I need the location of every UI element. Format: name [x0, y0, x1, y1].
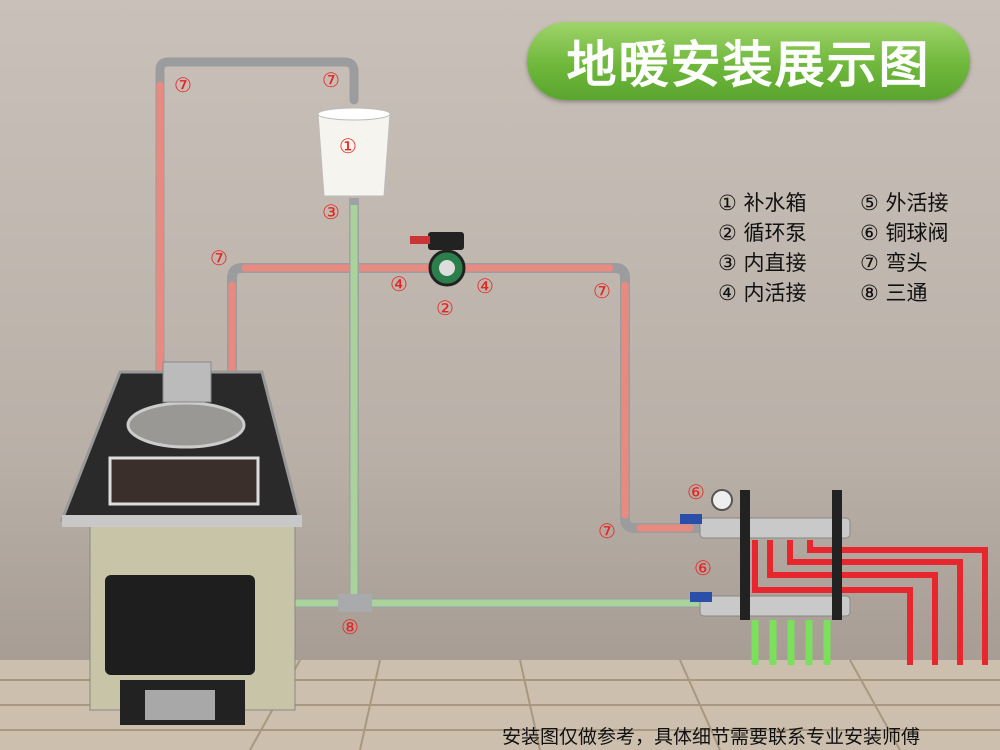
return-water-pipes	[265, 198, 710, 612]
hot-water-pipes	[155, 57, 705, 533]
circulation-pump	[410, 232, 466, 287]
label-union: ④	[476, 274, 494, 298]
legend-item: ③ 内直接	[718, 251, 807, 275]
label-union: ④	[390, 272, 408, 296]
legend-item: ⑧ 三通	[860, 281, 928, 305]
label-elbow: ⑦	[322, 68, 340, 92]
legend-item: ④ 内活接	[718, 281, 807, 305]
legend-item: ② 循环泵	[718, 221, 807, 245]
label-elbow: ⑦	[210, 246, 228, 270]
label-tank-joint: ③	[322, 200, 340, 224]
label-tank: ①	[339, 134, 357, 158]
disclaimer-note: 安装图仅做参考，具体细节需要联系专业安装师傅	[502, 726, 921, 748]
manifold	[680, 489, 851, 620]
legend-item: ⑥ 铜球阀	[860, 221, 949, 245]
legend-item: ⑤ 外活接	[860, 191, 949, 215]
label-valve: ⑥	[687, 480, 705, 504]
ball-valve-top	[680, 514, 702, 524]
expansion-tank	[317, 107, 391, 197]
legend-item: ① 补水箱	[718, 191, 807, 215]
legend-item: ⑦ 弯头	[860, 251, 928, 275]
label-pump: ②	[436, 296, 454, 320]
label-elbow: ⑦	[593, 279, 611, 303]
label-elbow: ⑦	[174, 73, 192, 97]
parts-legend: ① 补水箱 ⑤ 外活接 ② 循环泵 ⑥ 铜球阀 ③ 内直接 ⑦ 弯头 ④ 内活接…	[718, 190, 980, 306]
label-valve: ⑥	[694, 556, 712, 580]
label-tee: ⑧	[341, 615, 359, 639]
title-banner: 地暖安装展示图	[527, 22, 970, 100]
page-title: 地暖安装展示图	[566, 36, 931, 94]
label-elbow: ⑦	[598, 519, 616, 543]
pressure-gauge	[711, 489, 733, 511]
ball-valve-bottom	[690, 592, 712, 602]
stove-boiler	[59, 361, 302, 725]
floor-return-loops	[751, 620, 831, 665]
